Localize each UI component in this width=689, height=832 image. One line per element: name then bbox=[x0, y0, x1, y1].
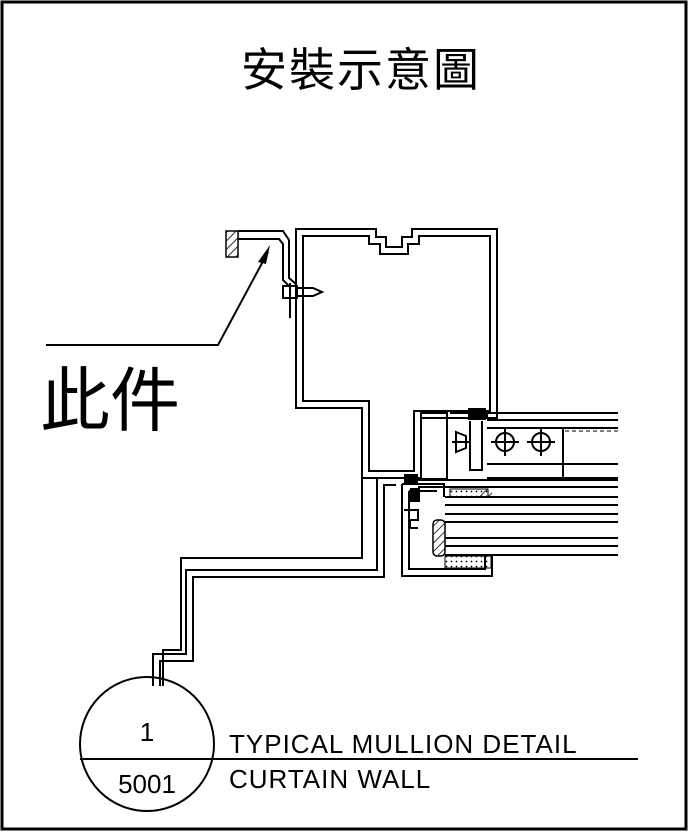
wall-anchor-hatch bbox=[225, 230, 239, 258]
caption-line-1: TYPICAL MULLION DETAIL bbox=[229, 729, 578, 759]
gasket-lower-bottom bbox=[444, 555, 492, 569]
detail-tag-circle bbox=[79, 676, 215, 812]
gasket-left bbox=[404, 474, 418, 484]
anchor-bracket bbox=[238, 230, 297, 318]
callout-label: 此件 bbox=[40, 360, 180, 442]
callout-leader bbox=[46, 251, 269, 346]
detail-number: 1 bbox=[140, 717, 154, 747]
drawing-title: 安裝示意圖 bbox=[241, 43, 481, 97]
glass-panes bbox=[445, 496, 618, 556]
glazing-adaptor bbox=[420, 411, 488, 480]
transom-frame bbox=[418, 412, 618, 488]
caption-line-2: CURTAIN WALL bbox=[229, 764, 431, 794]
gasket-lower-black bbox=[410, 488, 420, 502]
leader-arrowhead bbox=[258, 245, 270, 264]
fastener-screws bbox=[452, 428, 555, 456]
gasket-lower-left bbox=[432, 519, 446, 557]
spacer-hatch-top bbox=[478, 489, 492, 497]
mullion-profile bbox=[295, 228, 498, 479]
sheet-number: 5001 bbox=[118, 769, 176, 799]
step-support-profile bbox=[152, 477, 396, 686]
